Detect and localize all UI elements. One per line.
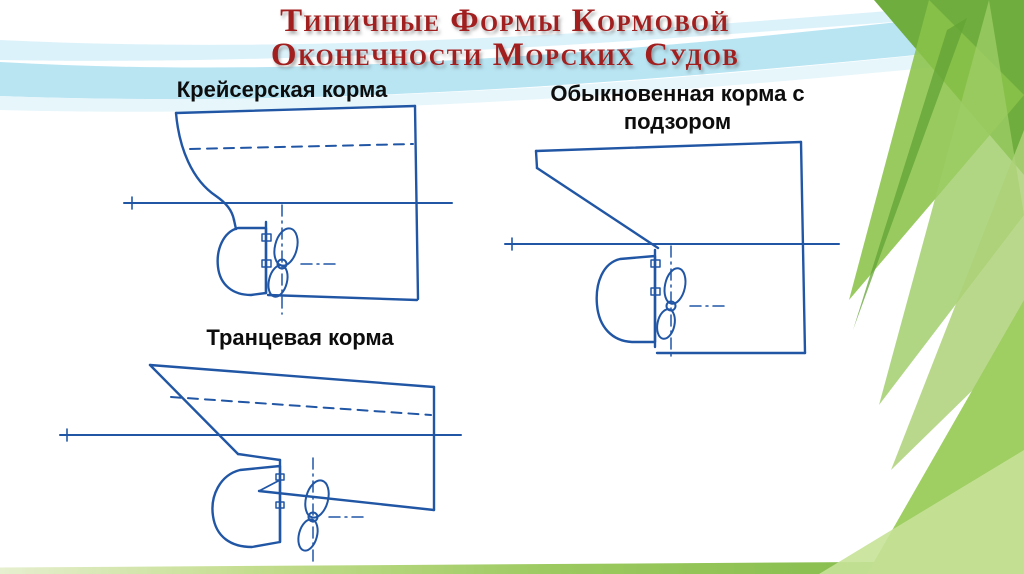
green-corner-decoration: [819, 0, 1024, 574]
transom-stern-hull: [59, 363, 462, 512]
figure-label-stern-with-overhang: Обыкновенная корма с подзором: [550, 81, 805, 134]
slide-title-line1: Типичные Формы Кормовой: [280, 3, 730, 39]
cruiser-stern-propeller: [267, 204, 339, 315]
overhang-stern-rudder: [595, 248, 661, 349]
overhang-stern-propeller: [656, 245, 727, 361]
transom-stern-rudder: [211, 452, 285, 549]
figure-label-transom-stern: Транцевая корма: [206, 325, 394, 350]
cruiser-stern-hull: [123, 104, 453, 302]
transom-stern-drawing: [59, 363, 462, 563]
stern-with-overhang-drawing: [504, 140, 840, 361]
figure-label-cruiser-stern: Крейсерская корма: [176, 77, 388, 102]
overhang-stern-hull: [504, 140, 840, 355]
cruiser-stern-drawing: [123, 104, 453, 315]
slide-title: Типичные Формы Кормовой Оконечности Морс…: [110, 3, 900, 73]
top-wave-decoration: [0, 0, 1024, 112]
cruiser-stern-rudder: [216, 218, 272, 297]
slide-title-line2: Оконечности Морских Судов: [270, 36, 740, 73]
transom-stern-propeller: [297, 457, 366, 563]
